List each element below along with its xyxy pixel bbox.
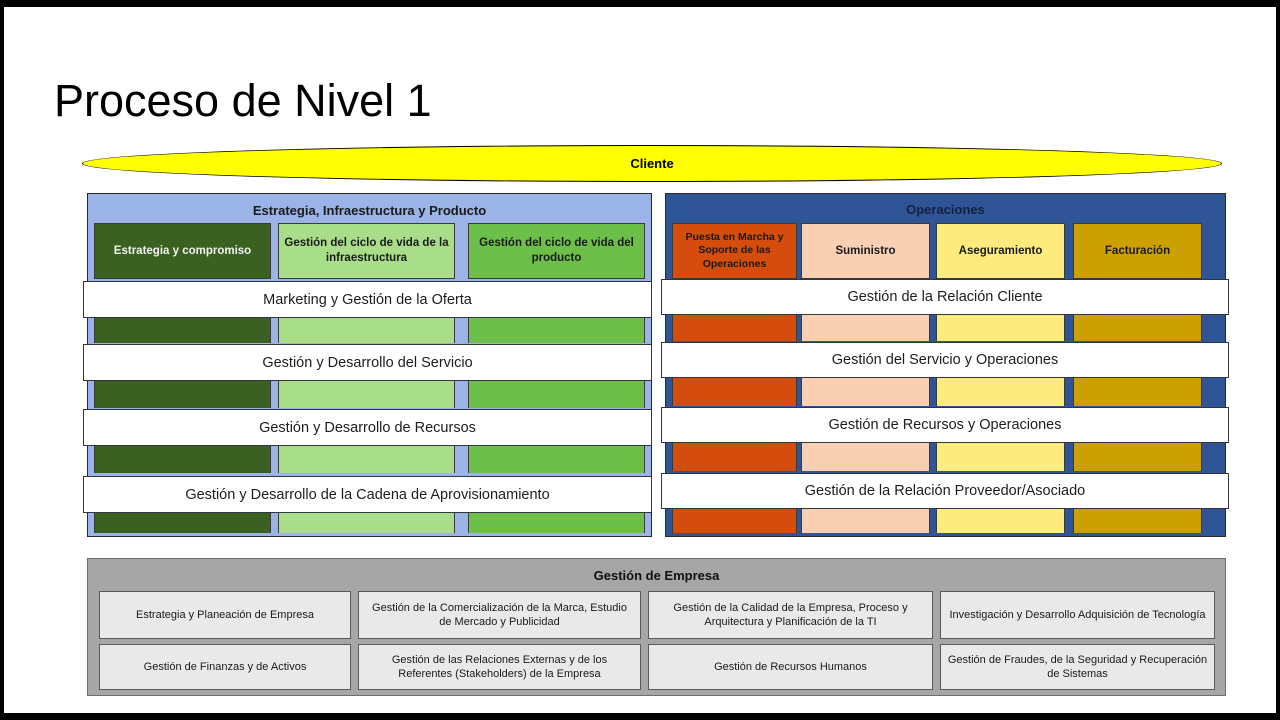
sip-column-segment-infraestructura [278, 444, 455, 473]
sip-column-header-infraestructura[interactable]: Gestión del ciclo de vida de la infraest… [278, 223, 455, 279]
sip-column-segment-infraestructura [278, 379, 455, 408]
empresa-card[interactable]: Gestión de las Relaciones Externas y de … [358, 644, 641, 690]
ops-column-header-suministro[interactable]: Suministro [801, 223, 930, 279]
sip-column-segment-infraestructura [278, 314, 455, 343]
ops-column-segment-suministro [801, 377, 930, 406]
ops-process-bar[interactable]: Gestión de la Relación Proveedor/Asociad… [661, 473, 1229, 509]
sip-column-segment-estrategia [94, 314, 271, 343]
ops-column-header-facturacion[interactable]: Facturación [1073, 223, 1202, 279]
panel-sip-title: Estrategia, Infraestructura y Producto [252, 203, 487, 218]
ops-process-bar[interactable]: Gestión de la Relación Cliente [661, 279, 1229, 315]
sip-column-header-producto[interactable]: Gestión del ciclo de vida del producto [468, 223, 645, 279]
ops-column-segment-puesta-en-marcha [672, 377, 797, 406]
ops-column-segment-suministro [801, 508, 930, 533]
ops-process-bar[interactable]: Gestión de Recursos y Operaciones [661, 407, 1229, 443]
slide-canvas: Proceso de Nivel 1 Cliente Estrategia, I… [4, 7, 1276, 713]
sip-column-segment-producto [468, 379, 645, 408]
sip-process-bar[interactable]: Marketing y Gestión de la Oferta [83, 281, 652, 318]
ops-column-segment-aseguramiento [936, 508, 1065, 533]
cliente-band: Cliente [82, 145, 1222, 182]
ops-column-segment-facturacion [1073, 377, 1202, 406]
sip-process-bar[interactable]: Gestión y Desarrollo de la Cadena de Apr… [83, 476, 652, 513]
cliente-label: Cliente [630, 156, 674, 171]
ops-column-segment-puesta-en-marcha [672, 508, 797, 533]
ops-column-segment-puesta-en-marcha [672, 442, 797, 471]
ops-column-segment-aseguramiento [936, 377, 1065, 406]
ops-column-segment-suministro [801, 442, 930, 471]
sip-column-header-estrategia[interactable]: Estrategia y compromiso [94, 223, 271, 279]
panel-ops-title: Operaciones [906, 202, 985, 217]
ops-column-header-aseguramiento[interactable]: Aseguramiento [936, 223, 1065, 279]
sip-column-segment-producto [468, 314, 645, 343]
panel-gestion-de-empresa: Gestión de Empresa Estrategia y Planeaci… [87, 558, 1226, 696]
ops-process-bar[interactable]: Gestión del Servicio y Operaciones [661, 342, 1229, 378]
ops-column-header-puesta-en-marcha[interactable]: Puesta en Marcha y Soporte de las Operac… [672, 223, 797, 279]
page-title: Proceso de Nivel 1 [54, 75, 432, 126]
panel-empresa-title: Gestión de Empresa [593, 568, 720, 583]
sip-process-bar[interactable]: Gestión y Desarrollo de Recursos [83, 409, 652, 446]
ops-column-segment-aseguramiento [936, 312, 1065, 341]
ops-column-segment-puesta-en-marcha [672, 312, 797, 341]
empresa-card[interactable]: Gestión de la Calidad de la Empresa, Pro… [648, 591, 933, 639]
empresa-card[interactable]: Estrategia y Planeación de Empresa [99, 591, 351, 639]
empresa-card[interactable]: Gestión de Fraudes, de la Seguridad y Re… [940, 644, 1215, 690]
ops-column-segment-aseguramiento [936, 442, 1065, 471]
sip-column-segment-estrategia [94, 444, 271, 473]
sip-column-segment-estrategia [94, 379, 271, 408]
empresa-card[interactable]: Gestión de Recursos Humanos [648, 644, 933, 690]
sip-column-segment-infraestructura [278, 511, 455, 533]
sip-column-segment-estrategia [94, 511, 271, 533]
ops-column-segment-suministro [801, 312, 930, 341]
empresa-card[interactable]: Gestión de la Comercialización de la Mar… [358, 591, 641, 639]
empresa-card[interactable]: Investigación y Desarrollo Adquisición d… [940, 591, 1215, 639]
sip-column-segment-producto [468, 511, 645, 533]
ops-column-segment-facturacion [1073, 508, 1202, 533]
sip-column-segment-producto [468, 444, 645, 473]
sip-process-bar[interactable]: Gestión y Desarrollo del Servicio [83, 344, 652, 381]
ops-column-segment-facturacion [1073, 442, 1202, 471]
ops-column-segment-facturacion [1073, 312, 1202, 341]
empresa-card[interactable]: Gestión de Finanzas y de Activos [99, 644, 351, 690]
